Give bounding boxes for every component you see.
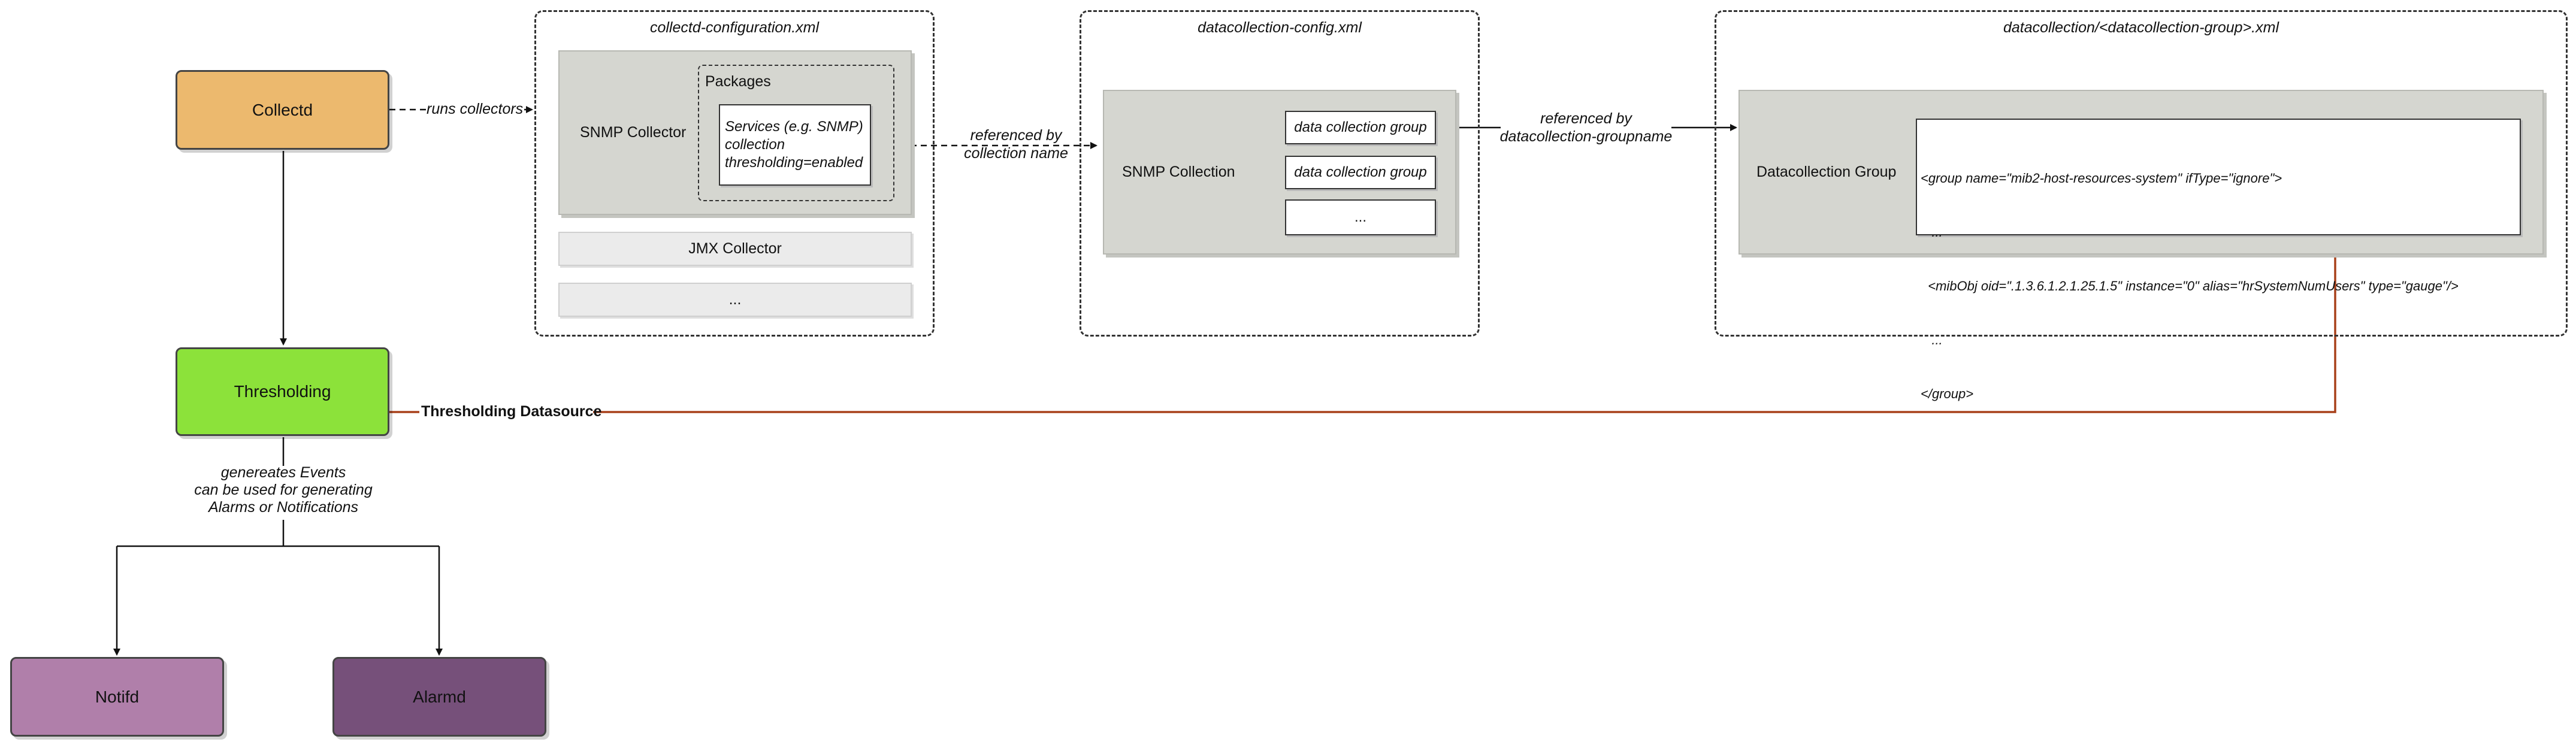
data-collection-group-label-2: data collection group [1294,164,1427,180]
notifd-node: Notifd [10,657,224,737]
thresholding-label: Thresholding [234,382,331,401]
referenced-by-collection-name-label: referenced by collection name [948,126,1084,162]
code-line-4: ... [1921,332,1943,347]
datacollection-group-frame: datacollection/<datacollection-group>.xm… [1715,10,2568,337]
services-line-2: collection [725,137,785,153]
snmp-collection-label: SNMP Collection [1122,163,1235,180]
packages-label: Packages [705,73,771,90]
collector-ellipsis-box: ... [558,283,912,317]
datacollection-config-title: datacollection-config.xml [1198,19,1362,36]
collector-ellipsis-label: ... [728,291,742,308]
data-collection-group-box-2: data collection group [1285,156,1436,189]
data-collection-group-label-1: data collection group [1294,119,1427,135]
code-line-1: <group name="mib2-host-resources-system"… [1921,171,2282,186]
group-definition-code: <group name="mib2-host-resources-system"… [1921,134,2459,439]
runs-collectors-label: runs collectors [427,101,524,117]
alarmd-node: Alarmd [332,657,546,737]
packages-box: Packages [698,65,894,201]
collectd-label: Collectd [252,100,313,119]
ref-collection-line-1: referenced by [970,127,1062,144]
data-collection-group-box-1: data collection group [1285,111,1436,144]
data-collection-group-ellipsis-box: ... [1285,199,1436,235]
code-line-3: <mibObj oid=".1.3.6.1.2.1.25.1.5" instan… [1921,278,2459,293]
code-line-5: </group> [1921,386,1974,401]
generates-line-3: Alarms or Notifications [208,499,359,516]
referenced-by-groupname-label: referenced by datacollection-groupname [1495,110,1677,146]
group-definition-box [1916,119,2521,235]
ref-collection-line-2: collection name [964,145,1068,162]
collectd-node: Collectd [176,70,389,150]
ref-groupname-line-2: datacollection-groupname [1499,128,1673,145]
alarmd-label: Alarmd [413,687,466,706]
collectd-configuration-frame: collectd-configuration.xml [534,10,935,337]
code-line-2: ... [1921,225,1943,240]
datacollection-group-title: datacollection/<datacollection-group>.xm… [2003,19,2279,36]
jmx-collector-label: JMX Collector [688,240,782,257]
generates-events-label: genereates Events can be used for genera… [167,464,400,516]
edge-datasource-main [593,240,2339,413]
notifd-label: Notifd [95,687,140,706]
ref-groupname-line-1: referenced by [1540,110,1632,127]
services-box: Services (e.g. SNMP) collection threshol… [719,104,871,186]
generates-line-1: genereates Events [220,464,346,481]
services-line-1: Services (e.g. SNMP) [725,119,863,135]
thresholding-node: Thresholding [176,347,389,436]
services-line-3: thresholding=enabled [725,155,863,171]
thresholding-datasource-label: Thresholding Datasource [421,403,602,420]
data-collection-group-ellipsis: ... [1354,209,1366,225]
datacollection-config-frame: datacollection-config.xml [1080,10,1480,337]
collectd-configuration-title: collectd-configuration.xml [649,19,820,36]
generates-line-2: can be used for generating [194,481,373,498]
jmx-collector-box: JMX Collector [558,232,912,266]
datacollection-group-label: Datacollection Group [1756,163,1897,180]
snmp-collector-label: SNMP Collector [580,124,687,141]
